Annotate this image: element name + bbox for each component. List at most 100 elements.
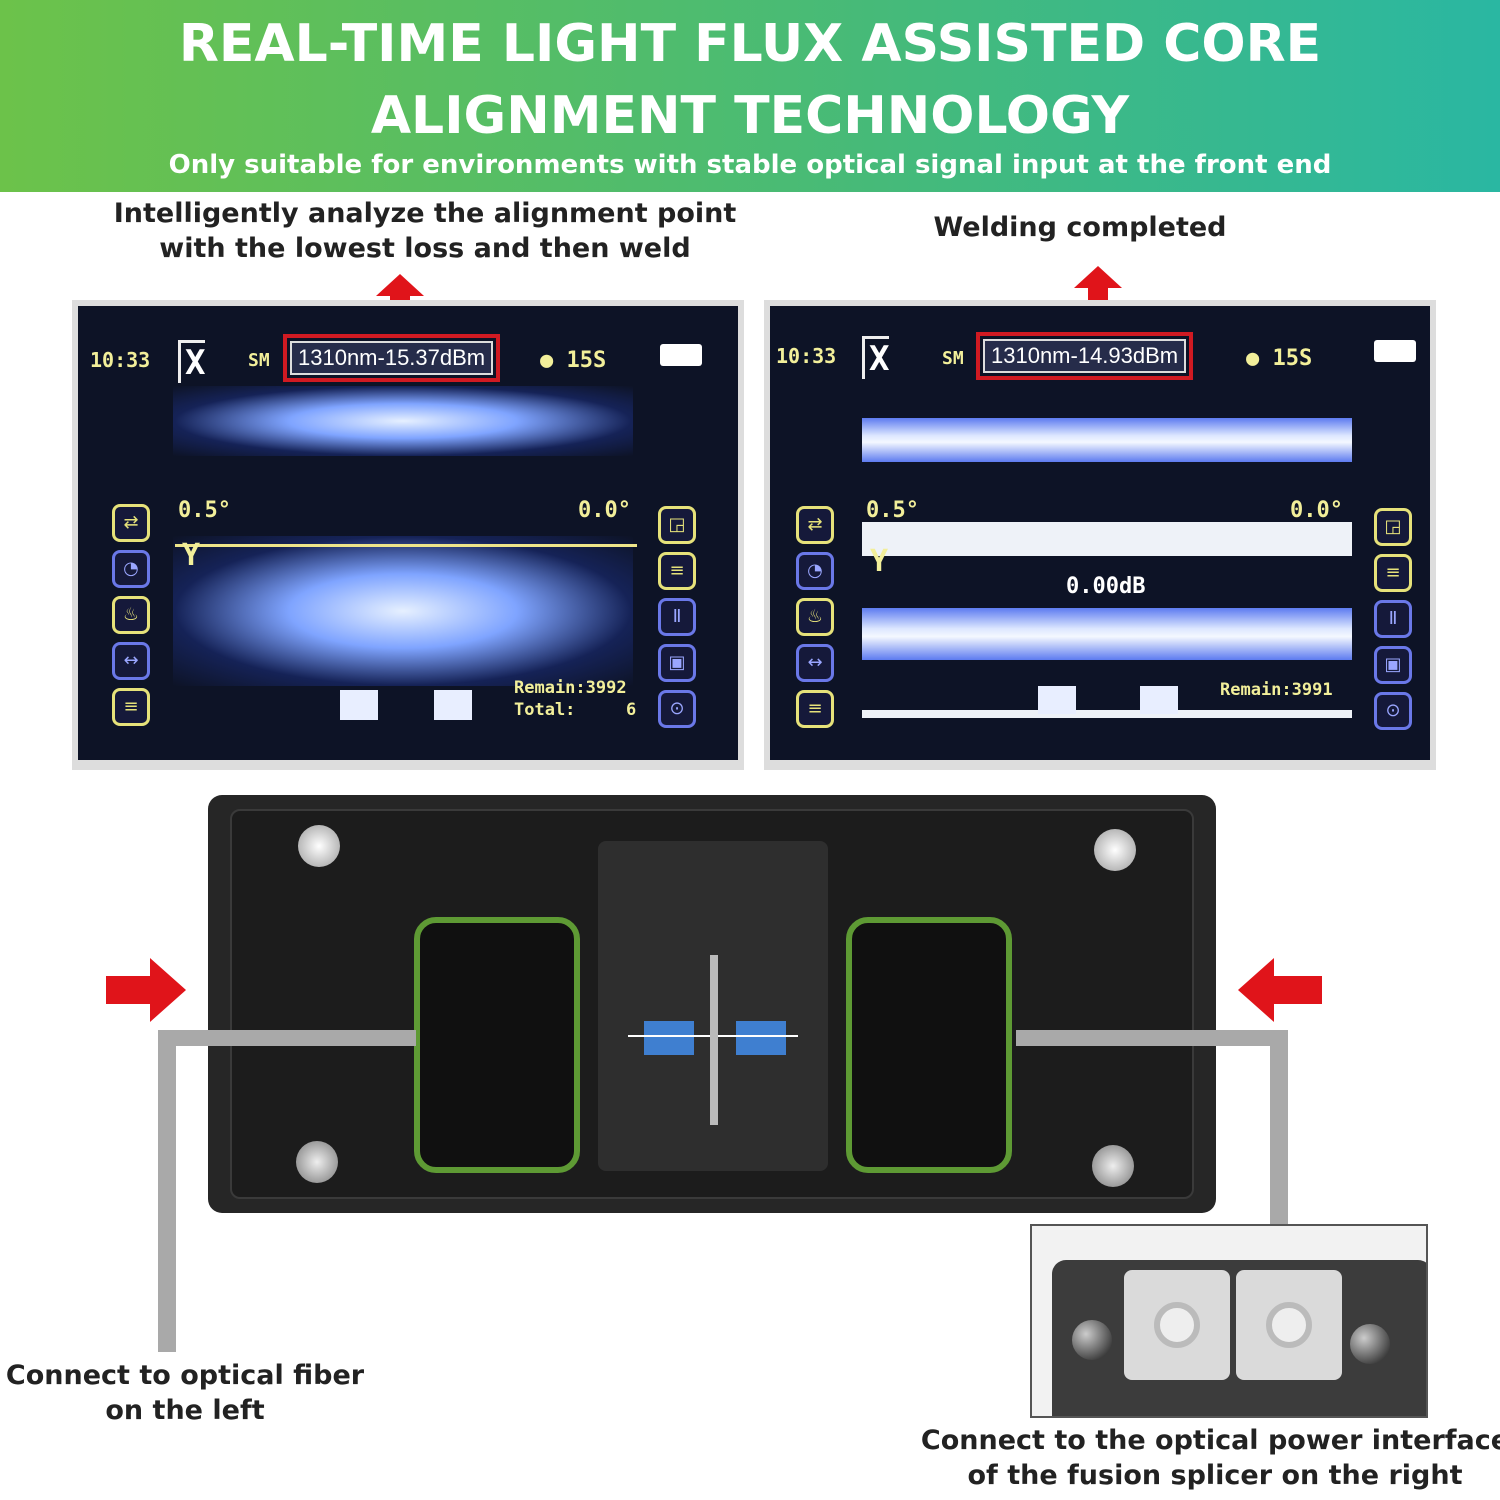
pause-icon[interactable]: Ⅱ <box>658 598 696 636</box>
timer: ● 15S <box>1246 346 1312 371</box>
fiber-glow-top <box>173 386 633 456</box>
save-icon[interactable]: ▣ <box>1374 646 1412 684</box>
splice-loss: 0.00dB <box>1066 574 1146 599</box>
arrow-stem <box>1272 976 1322 1004</box>
angle-left: 0.5° <box>866 498 919 523</box>
left-fiber-clamp[interactable] <box>414 917 580 1173</box>
pause-icon[interactable]: Ⅱ <box>1374 600 1412 638</box>
focus-icon[interactable]: ⊙ <box>1374 692 1412 730</box>
title-line-1: REAL-TIME LIGHT FLUX ASSISTED CORE <box>178 14 1322 74</box>
axis-y-label: Y <box>870 544 889 579</box>
port-right[interactable] <box>1236 1270 1342 1380</box>
v-groove-right <box>736 1021 786 1055</box>
angle-left: 0.5° <box>178 498 231 523</box>
total-label: Total: <box>514 700 576 720</box>
alignment-line <box>175 544 637 547</box>
knob-right <box>1350 1324 1390 1364</box>
fiber-bottom <box>862 608 1352 660</box>
menu-icon[interactable]: ≡ <box>1374 554 1412 592</box>
base-line <box>862 710 1352 718</box>
power-readout-highlight: 1310nm-15.37dBm <box>283 334 501 382</box>
mode-label: SM <box>248 350 270 371</box>
angle-right: 0.0° <box>578 498 631 523</box>
screw-icon <box>298 825 340 867</box>
v-groove-left <box>644 1021 694 1055</box>
splicer-screen-completed: 10:33 X SM 1310nm-14.93dBm ● 15S 0.5° 0.… <box>764 300 1436 770</box>
remain-count: Remain:3991 <box>1220 680 1333 700</box>
caption-bottom-left: Connect to optical fiber on the left <box>0 1358 370 1428</box>
leader-line-left-vertical <box>158 1030 176 1352</box>
splicer-screen-aligning: 10:33 X SM 1310nm-15.37dBm ● 15S 0.5° 0.… <box>72 300 744 770</box>
axis-y-label: Y <box>182 538 201 573</box>
clock-icon[interactable]: ◔ <box>796 552 834 590</box>
arrow-up-icon <box>1074 266 1122 288</box>
caption-line: of the fusion splicer on the right <box>967 1460 1463 1491</box>
leader-line-left <box>158 1030 416 1046</box>
focus-icon[interactable]: ⊙ <box>658 690 696 728</box>
clock: 10:33 <box>90 348 151 372</box>
timer-value: 15S <box>566 348 607 373</box>
clock: 10:33 <box>776 344 837 368</box>
leader-line-right <box>1016 1030 1288 1046</box>
power-readout: 1310nm-14.93dBm <box>983 339 1187 373</box>
caption-left-top: Intelligently analyze the alignment poin… <box>100 196 750 266</box>
arc-icon[interactable]: ◲ <box>1374 508 1412 546</box>
electrode-left <box>1038 686 1076 714</box>
leader-line-right-vertical <box>1270 1030 1288 1226</box>
fiber-top <box>862 418 1352 462</box>
port-left[interactable] <box>1124 1270 1230 1380</box>
arrows-icon[interactable]: ↔ <box>796 644 834 682</box>
menu-icon[interactable]: ≡ <box>796 690 834 728</box>
screw-icon <box>1094 829 1136 871</box>
caption-bottom-right: Connect to the optical power interface o… <box>920 1423 1500 1493</box>
caption-line: Connect to optical fiber <box>5 1360 365 1391</box>
arc-icon[interactable]: ◲ <box>658 506 696 544</box>
menu-icon[interactable]: ≡ <box>112 688 150 726</box>
arrow-stem <box>106 976 152 1004</box>
right-toolbar: ◲ ≡ Ⅱ ▣ ⊙ <box>1374 508 1412 730</box>
arrow-right-icon <box>150 958 186 1022</box>
menu-icon[interactable]: ≡ <box>658 552 696 590</box>
caption-line: Connect to the optical power interface <box>920 1425 1500 1456</box>
fusion-splicer-device <box>208 795 1216 1213</box>
fire-icon[interactable]: ♨ <box>112 596 150 634</box>
right-toolbar: ◲ ≡ Ⅱ ▣ ⊙ <box>658 506 696 728</box>
right-fiber-clamp[interactable] <box>846 917 1012 1173</box>
battery-icon <box>1374 340 1416 362</box>
electrode-right <box>434 690 472 720</box>
caption-line: Intelligently analyze the alignment poin… <box>113 198 737 229</box>
header-banner: REAL-TIME LIGHT FLUX ASSISTED CORE ALIGN… <box>0 0 1500 192</box>
battery-icon <box>660 344 702 366</box>
electrode-left <box>340 690 378 720</box>
knob-left <box>1072 1320 1112 1360</box>
bulb-icon: ● <box>1246 346 1260 371</box>
left-toolbar: ⇄ ◔ ♨ ↔ ≡ <box>796 506 834 728</box>
timer-value: 15S <box>1272 346 1313 371</box>
axis-x-label: X <box>178 340 206 383</box>
caption-line: on the left <box>105 1395 265 1426</box>
left-toolbar: ⇄ ◔ ♨ ↔ ≡ <box>112 504 150 726</box>
alignment-bar <box>862 522 1352 556</box>
electrodes <box>710 955 718 1125</box>
mode-label: SM <box>942 348 964 369</box>
save-icon[interactable]: ▣ <box>658 644 696 682</box>
fiber-glow-bottom <box>173 536 633 686</box>
screw-icon <box>296 1141 338 1183</box>
title-line-2: ALIGNMENT TECHNOLOGY <box>370 86 1130 146</box>
arrow-left-icon <box>1238 958 1274 1022</box>
power-readout: 1310nm-15.37dBm <box>290 341 494 375</box>
angle-right: 0.0° <box>1290 498 1343 523</box>
swap-icon[interactable]: ⇄ <box>112 504 150 542</box>
arrows-icon[interactable]: ↔ <box>112 642 150 680</box>
electrode-right <box>1140 686 1178 714</box>
caption-line: with the lowest loss and then weld <box>159 233 691 264</box>
bulb-icon: ● <box>540 348 554 373</box>
arrow-up-icon <box>376 274 424 296</box>
fire-icon[interactable]: ♨ <box>796 598 834 636</box>
clock-icon[interactable]: ◔ <box>112 550 150 588</box>
subtitle: Only suitable for environments with stab… <box>168 150 1332 180</box>
swap-icon[interactable]: ⇄ <box>796 506 834 544</box>
power-interface-inset <box>1030 1224 1428 1418</box>
screw-icon <box>1092 1145 1134 1187</box>
caption-right-top: Welding completed <box>933 212 1227 243</box>
